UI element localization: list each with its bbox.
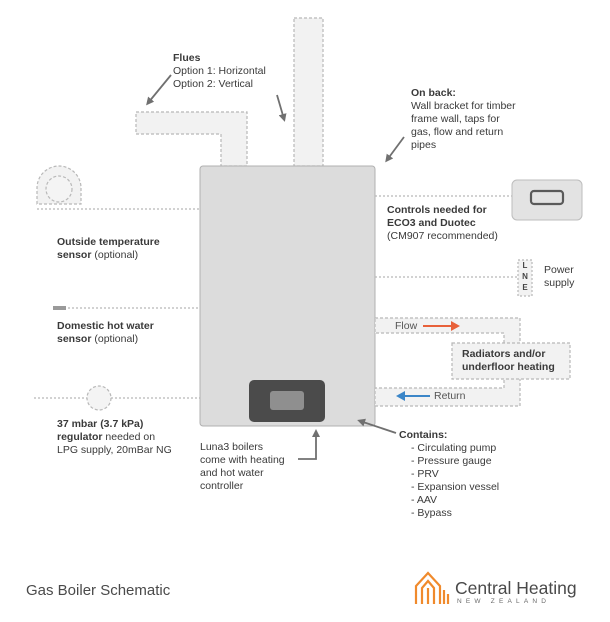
luna-line-2: come with heating — [200, 454, 285, 466]
outside-temperature-sensor-icon — [36, 165, 82, 205]
dhw-sensor-title-1: Domestic hot water — [57, 320, 154, 332]
on-back-label: On back: Wall bracket for timber frame w… — [411, 87, 516, 152]
return-label: Return — [434, 390, 466, 402]
flues-option-1: Option 1: Horizontal — [173, 65, 266, 77]
dhw-sensor-label: Domestic hot water sensor (optional) — [57, 320, 154, 346]
luna-line-3: and hot water — [200, 467, 264, 479]
central-heating-logo-icon — [414, 571, 450, 604]
flow-return-pipe-loop — [374, 317, 521, 407]
radiators-line-1: Radiators and/or — [462, 348, 546, 360]
horizontal-flue — [135, 111, 248, 167]
power-terminal-n: N — [522, 272, 528, 281]
flues-label: Flues Option 1: Horizontal Option 2: Ver… — [173, 52, 266, 91]
flues-vertical-pointer-arrow — [276, 94, 287, 122]
contains-item-5: - AAV — [411, 494, 438, 506]
flow-label: Flow — [395, 320, 418, 332]
on-back-pointer-arrow — [385, 136, 405, 163]
controls-label: Controls needed for ECO3 and Duotec (CM9… — [387, 204, 498, 243]
controls-note: (CM907 recommended) — [387, 230, 498, 242]
return-arrow-icon — [396, 391, 430, 401]
flues-option-2: Option 2: Vertical — [173, 78, 253, 90]
dhw-sensor-icon — [53, 306, 66, 310]
room-controller-icon — [511, 179, 583, 221]
power-terminal-l: L — [522, 261, 528, 270]
regulator-title-1: 37 mbar (3.7 kPa) — [57, 418, 144, 430]
footer-title: Gas Boiler Schematic — [26, 582, 171, 599]
contains-item-3: - PRV — [411, 468, 439, 480]
contains-item-4: - Expansion vessel — [411, 481, 500, 493]
on-back-line-4: pipes — [411, 139, 437, 151]
regulator-title-2: regulator — [57, 431, 103, 443]
vertical-flue — [293, 17, 324, 167]
contains-item-6: - Bypass — [411, 507, 452, 519]
dhw-sensor-title-2: sensor — [57, 333, 92, 345]
regulator-line-3: LPG supply, 20mBar NG — [57, 444, 172, 456]
power-terminal-icon — [517, 259, 533, 297]
on-back-line-2: frame wall, taps for — [411, 113, 500, 125]
dhw-sensor-note: (optional) — [91, 333, 139, 345]
contains-item-1: - Circulating pump — [411, 442, 497, 454]
controls-line-1: Controls needed for — [387, 204, 487, 216]
regulator-icon — [86, 385, 112, 411]
radiators-label: Radiators and/or underfloor heating — [462, 348, 555, 374]
on-back-line-3: gas, flow and return — [411, 126, 504, 138]
flues-pointer-arrow — [146, 74, 172, 106]
outside-sensor-label: Outside temperature sensor (optional) — [57, 236, 160, 262]
regulator-rest: needed on — [102, 431, 156, 443]
brand-subtitle: NEW ZEALAND — [457, 598, 551, 605]
flow-arrow-icon — [423, 321, 460, 331]
power-line-2: supply — [544, 277, 575, 289]
power-supply-label: Power supply — [544, 264, 574, 290]
outside-sensor-title-2: sensor — [57, 249, 92, 261]
power-terminal-e: E — [522, 283, 528, 292]
luna-label: Luna3 boilers come with heating and hot … — [200, 441, 285, 493]
controls-line-2: ECO3 and Duotec — [387, 217, 476, 229]
outside-sensor-title-1: Outside temperature — [57, 236, 160, 248]
on-back-line-1: Wall bracket for timber — [411, 100, 516, 112]
contains-title: Contains: — [399, 429, 448, 441]
boiler-body — [199, 165, 376, 427]
luna-line-4: controller — [200, 480, 244, 492]
radiators-box — [451, 342, 571, 380]
flues-title: Flues — [173, 52, 201, 64]
regulator-label: 37 mbar (3.7 kPa) regulator needed on LP… — [57, 418, 172, 457]
contains-item-2: - Pressure gauge — [411, 455, 492, 467]
luna-pointer-arrow — [298, 429, 320, 460]
on-back-title: On back: — [411, 87, 456, 99]
power-line-1: Power — [544, 264, 574, 276]
contains-label: Contains: - Circulating pump - Pressure … — [399, 429, 499, 520]
outside-sensor-note: (optional) — [91, 249, 139, 261]
luna-line-1: Luna3 boilers — [200, 441, 264, 453]
radiators-line-2: underfloor heating — [462, 361, 555, 373]
boiler-display-screen — [270, 391, 304, 410]
brand-name: Central Heating — [455, 578, 577, 598]
contains-pointer-arrow — [357, 418, 397, 434]
